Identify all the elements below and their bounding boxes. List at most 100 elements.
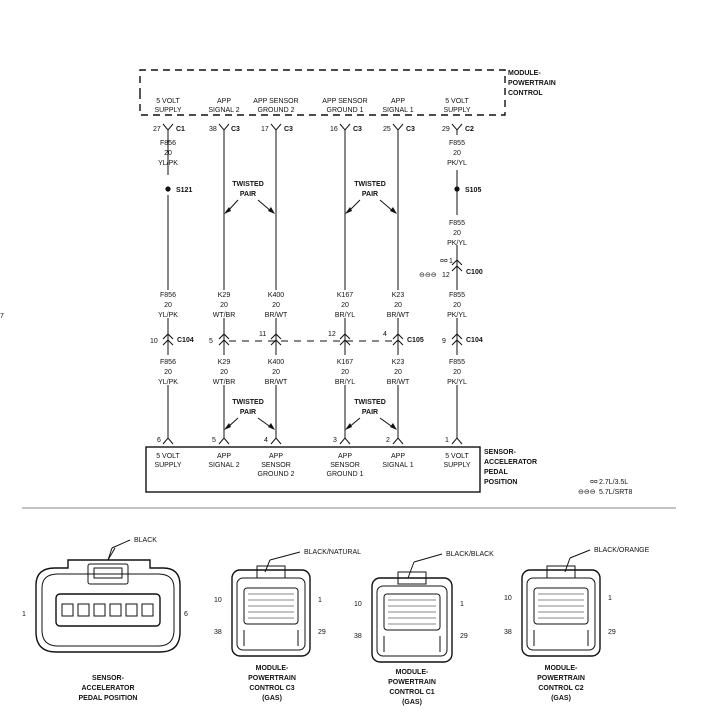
svg-text:BLACK: BLACK	[134, 537, 157, 544]
svg-text:1: 1	[449, 258, 453, 265]
connector-view-pcm-c3: BLACK/NATURAL 10 1 38 29 MODULE- POWERTR…	[214, 549, 361, 702]
svg-text:2: 2	[386, 437, 390, 444]
svg-text:APP: APP	[269, 453, 283, 460]
svg-text:29: 29	[318, 629, 326, 636]
svg-text:SENSOR-: SENSOR-	[92, 675, 125, 682]
pcm-title-3: CONTROL	[508, 90, 543, 97]
svg-text:F856: F856	[160, 140, 176, 147]
svg-text:20: 20	[272, 369, 280, 376]
svg-text:POWERTRAIN: POWERTRAIN	[248, 675, 296, 682]
pin-grid-c1	[388, 599, 436, 625]
svg-text:BR/YL: BR/YL	[335, 379, 355, 386]
splice-s121-label: S121	[176, 187, 192, 194]
svg-text:SUPPLY: SUPPLY	[154, 107, 181, 114]
svg-text:APP: APP	[217, 453, 231, 460]
svg-text:¤¤: ¤¤	[440, 258, 448, 265]
svg-text:F855: F855	[449, 359, 465, 366]
sensor-title-2: ACCELERATOR	[484, 459, 537, 466]
svg-text:12: 12	[328, 331, 336, 338]
svg-text:APP: APP	[217, 98, 231, 105]
svg-text:20: 20	[341, 369, 349, 376]
svg-text:F855: F855	[449, 292, 465, 299]
svg-text:TWISTED: TWISTED	[354, 399, 386, 406]
svg-text:CONTROL C1: CONTROL C1	[389, 689, 434, 696]
svg-text:C3: C3	[353, 126, 362, 133]
connector-c100: ¤¤ 1 ⊖⊖⊖ 12 C100	[419, 258, 483, 279]
svg-text:12: 12	[442, 272, 450, 279]
svg-text:CONTROL C2: CONTROL C2	[538, 685, 583, 692]
svg-text:BLACK/ORANGE: BLACK/ORANGE	[594, 547, 650, 554]
edge-mark: 7	[0, 313, 4, 320]
svg-text:C105: C105	[407, 337, 424, 344]
svg-text:3: 3	[333, 437, 337, 444]
svg-text:K167: K167	[337, 359, 353, 366]
twisted-pair-upper-left: TWISTED PAIR	[224, 181, 275, 214]
svg-text:YL/PK: YL/PK	[158, 312, 178, 319]
svg-text:38: 38	[209, 126, 217, 133]
sensor-pins: 6 5 4 3 2 1	[157, 437, 463, 445]
svg-text:POWERTRAIN: POWERTRAIN	[388, 679, 436, 686]
sensor-title-3: PEDAL	[484, 469, 508, 476]
svg-text:PAIR: PAIR	[240, 191, 256, 198]
svg-text:BR/WT: BR/WT	[265, 312, 288, 319]
wire-labels-lower: F856 20 YL/PK K29 20 WT/BR K400 20 BR/WT…	[158, 359, 467, 386]
svg-text:16: 16	[330, 126, 338, 133]
svg-text:K400: K400	[268, 359, 284, 366]
splice-s121-dot	[165, 186, 171, 192]
svg-text:SUPPLY: SUPPLY	[443, 107, 470, 114]
svg-text:10: 10	[214, 597, 222, 604]
svg-text:1: 1	[460, 601, 464, 608]
svg-text:4: 4	[383, 331, 387, 338]
svg-text:F856: F856	[160, 359, 176, 366]
pcm-pins: 27 C1 38 C3 17 C3 16 C3 25 C3 29 C2	[153, 123, 474, 133]
svg-text:20: 20	[453, 369, 461, 376]
engine-legend: ¤¤ 2.7L/3.5L ⊖⊖⊖ 5.7L/SRT8	[578, 479, 632, 496]
sensor-title-4: POSITION	[484, 479, 517, 486]
svg-text:APP SENSOR: APP SENSOR	[253, 98, 298, 105]
svg-text:1: 1	[22, 611, 26, 618]
svg-text:5 VOLT: 5 VOLT	[156, 98, 180, 105]
svg-text:5 VOLT: 5 VOLT	[445, 453, 469, 460]
svg-text:29: 29	[460, 633, 468, 640]
svg-text:20: 20	[341, 302, 349, 309]
svg-text:⊖⊖⊖: ⊖⊖⊖	[578, 489, 596, 496]
wires	[167, 130, 458, 438]
svg-text:5: 5	[209, 338, 213, 345]
splice-s105-dot	[454, 186, 460, 192]
pcm-module-box	[139, 69, 506, 116]
twisted-pair-lower-right: TWISTED PAIR	[345, 399, 397, 430]
svg-text:YL/PK: YL/PK	[158, 379, 178, 386]
sensor-title-1: SENSOR-	[484, 449, 517, 456]
svg-text:4: 4	[264, 437, 268, 444]
svg-text:C104: C104	[466, 337, 483, 344]
svg-text:C1: C1	[176, 126, 185, 133]
svg-text:PK/YL: PK/YL	[447, 312, 467, 319]
svg-text:2.7L/3.5L: 2.7L/3.5L	[599, 479, 628, 486]
svg-text:20: 20	[164, 150, 172, 157]
svg-text:SIGNAL 1: SIGNAL 1	[382, 107, 413, 114]
svg-text:C104: C104	[177, 337, 194, 344]
svg-text:C3: C3	[406, 126, 415, 133]
svg-text:29: 29	[608, 629, 616, 636]
svg-text:9: 9	[442, 338, 446, 345]
svg-text:1: 1	[608, 595, 612, 602]
svg-text:SUPPLY: SUPPLY	[154, 462, 181, 469]
svg-text:MODULE-: MODULE-	[256, 665, 289, 672]
svg-text:SIGNAL 1: SIGNAL 1	[382, 462, 413, 469]
svg-text:10: 10	[150, 338, 158, 345]
svg-text:29: 29	[442, 126, 450, 133]
svg-text:BR/WT: BR/WT	[265, 379, 288, 386]
svg-text:F855: F855	[449, 220, 465, 227]
svg-text:SUPPLY: SUPPLY	[443, 462, 470, 469]
svg-text:TWISTED: TWISTED	[232, 399, 264, 406]
svg-text:(GAS): (GAS)	[551, 695, 571, 702]
svg-text:GROUND 2: GROUND 2	[258, 471, 295, 478]
svg-text:PAIR: PAIR	[240, 409, 256, 416]
svg-text:C3: C3	[231, 126, 240, 133]
svg-text:11: 11	[259, 331, 266, 338]
svg-text:20: 20	[164, 369, 172, 376]
wire-labels-mid: F856 20 YL/PK K29 20 WT/BR K400 20 BR/WT…	[158, 292, 467, 319]
svg-text:K167: K167	[337, 292, 353, 299]
svg-text:APP: APP	[391, 98, 405, 105]
